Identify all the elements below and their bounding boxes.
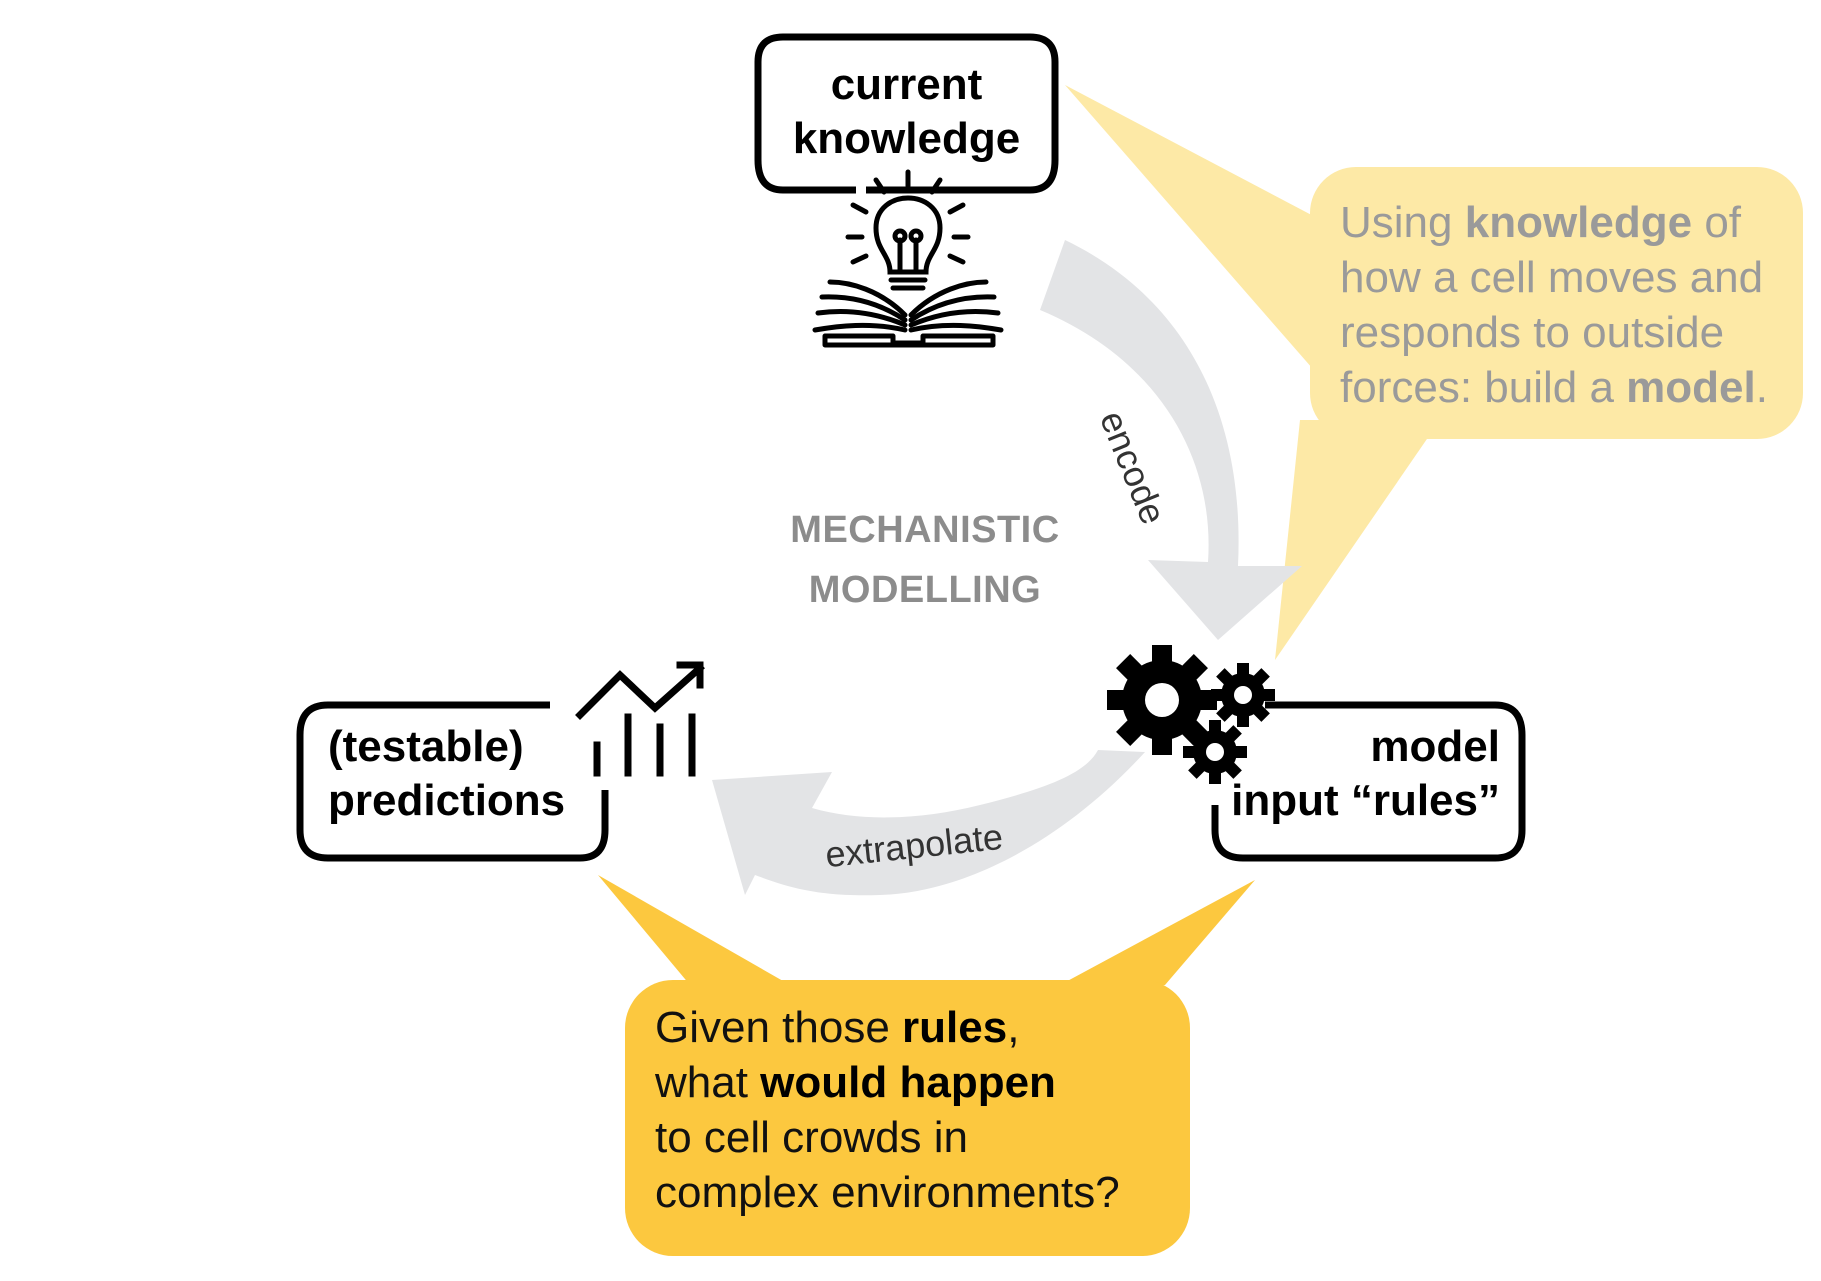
knowledge-label-line1: current: [830, 60, 983, 109]
callout-top-model-emphasis: model: [1626, 363, 1756, 412]
callout-bottom-line3: to cell crowds in: [655, 1113, 969, 1162]
lightbulb-book-icon: [812, 169, 1004, 348]
center-title: MECHANISTIC MODELLING: [725, 500, 1125, 620]
knowledge-label-line2: knowledge: [792, 114, 1021, 163]
callout-bottom-rules-emphasis: rules: [902, 1003, 1008, 1052]
predictions-label-line1: (testable): [328, 722, 524, 771]
predictions-label: (testable) predictions: [328, 720, 598, 828]
model-label: model input “rules”: [1225, 720, 1500, 828]
callout-top-knowledge-emphasis: knowledge: [1464, 198, 1693, 247]
callout-top-line1-a: Using: [1340, 198, 1465, 247]
callout-top-line3: responds to outside: [1340, 308, 1725, 357]
knowledge-label: current knowledge: [758, 58, 1055, 166]
gears-icon: [1107, 645, 1275, 784]
extrapolate-arrow: [712, 750, 1145, 896]
center-title-line2: MODELLING: [808, 569, 1042, 611]
callout-bottom-line2: what would happen: [655, 1055, 1175, 1110]
center-title-line1: MECHANISTIC: [790, 509, 1060, 551]
callout-bottom-line4: complex environments?: [655, 1168, 1120, 1217]
model-label-line1: model: [1370, 722, 1500, 771]
callout-bottom-would-happen-emphasis: would happen: [760, 1058, 1056, 1107]
growth-chart-icon: [575, 661, 705, 777]
callout-top-line4: forces: build a model.: [1340, 360, 1800, 415]
predictions-box: [296, 701, 609, 862]
callout-bottom-line1: Given those rules,: [655, 1000, 1175, 1055]
callout-bottom-line1-c: ,: [1007, 1003, 1020, 1052]
callout-top-shape: [1065, 85, 1803, 660]
callout-top-line1: Using knowledge of: [1340, 195, 1800, 250]
callout-top-text: Using knowledge of how a cell moves and …: [1340, 195, 1800, 415]
callout-bottom-shape: [598, 875, 1255, 1256]
callout-top-line4-c: .: [1755, 363, 1768, 412]
predictions-label-line2: predictions: [328, 776, 566, 825]
callout-bottom-text: Given those rules, what would happen to …: [655, 1000, 1175, 1220]
encode-arrow: [1040, 240, 1302, 640]
callout-top-line1-c: of: [1692, 198, 1742, 247]
callout-top-line4-a: forces: build a: [1340, 363, 1627, 412]
callout-bottom-line2-a: what: [655, 1058, 761, 1107]
callout-bottom-line1-a: Given those: [655, 1003, 903, 1052]
knowledge-box: [754, 33, 1059, 194]
model-label-line2: input “rules”: [1231, 776, 1500, 825]
callout-top-line2: how a cell moves and: [1340, 253, 1764, 302]
model-box: [1211, 701, 1526, 862]
